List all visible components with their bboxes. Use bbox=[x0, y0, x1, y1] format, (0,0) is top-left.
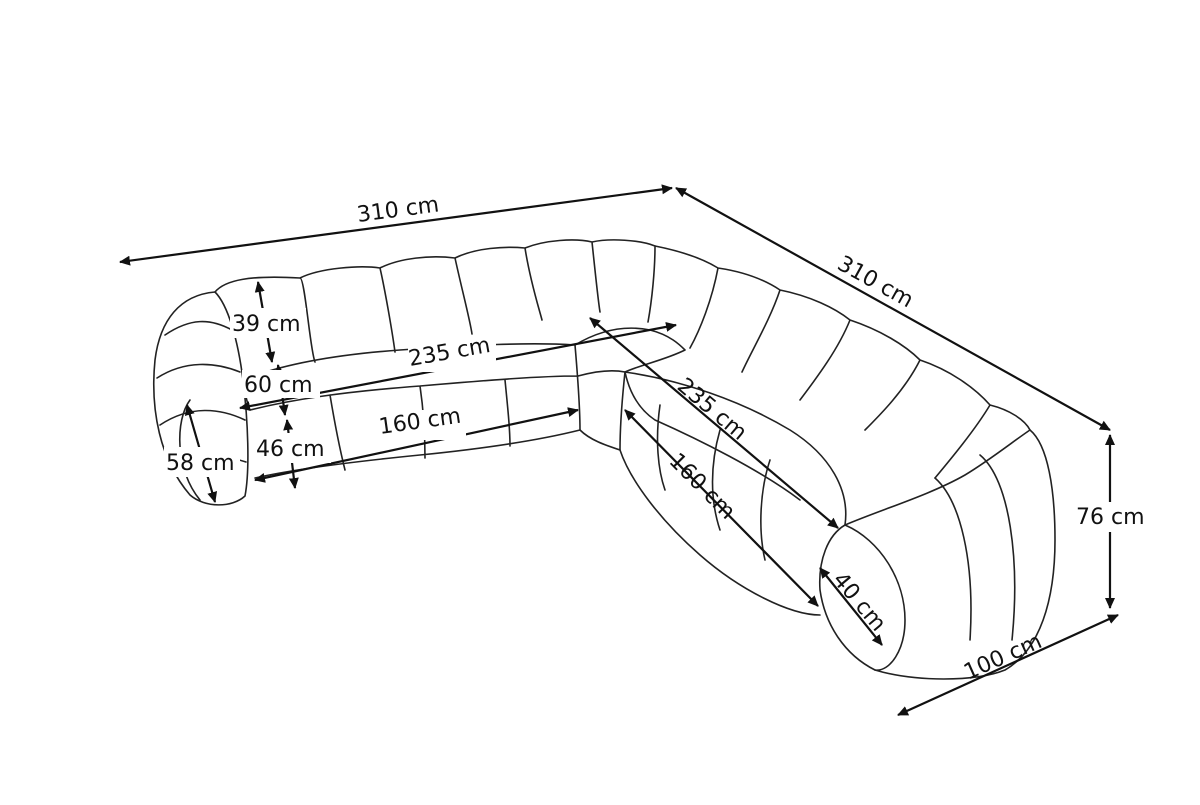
seat-cushions-right bbox=[619, 371, 847, 616]
label-back-cushion-height: 39 cm bbox=[232, 312, 301, 337]
right-arm bbox=[818, 429, 1056, 680]
label-top-length-left: 310 cm bbox=[356, 192, 441, 228]
label-arm-depth: 100 cm bbox=[960, 629, 1046, 685]
label-seat-depth: 60 cm bbox=[244, 373, 313, 398]
label-arm-height: 58 cm bbox=[166, 451, 235, 476]
label-seat-height: 46 cm bbox=[256, 437, 325, 462]
label-arm-width: 40 cm bbox=[827, 568, 890, 637]
label-seat-inner-right: 160 cm bbox=[664, 449, 740, 525]
dim-line-seat-inner-right bbox=[624, 409, 819, 607]
label-total-height: 76 cm bbox=[1076, 505, 1145, 530]
label-back-inner-right: 235 cm bbox=[672, 373, 751, 445]
dim-line-seat-inner-left bbox=[254, 407, 579, 483]
label-backgrounds bbox=[164, 308, 1150, 532]
left-arm-ribs bbox=[156, 320, 247, 471]
right-arm-ribs bbox=[934, 454, 1016, 641]
dim-line-top-left bbox=[119, 184, 673, 266]
dim-line-arm-depth bbox=[897, 613, 1119, 717]
dim-line-top-right bbox=[675, 187, 1111, 431]
dim-line-arm-width bbox=[819, 567, 883, 646]
